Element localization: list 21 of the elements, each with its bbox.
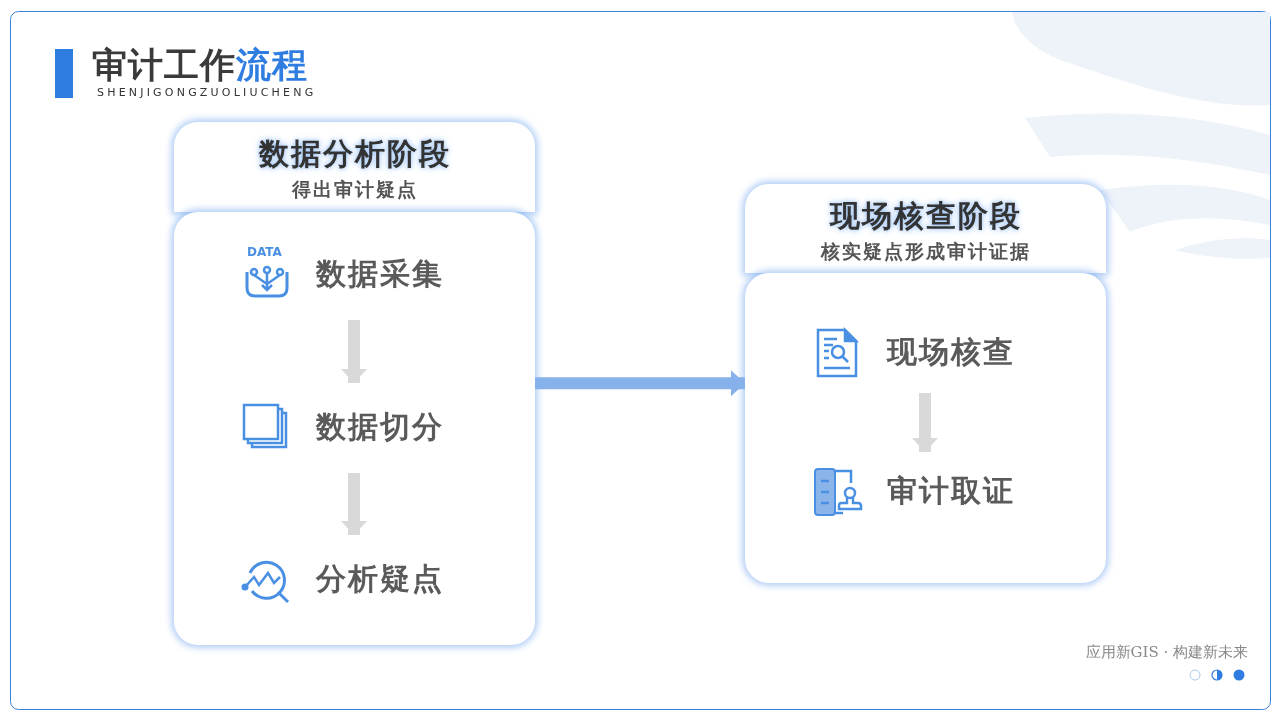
- arrow: [912, 393, 938, 452]
- content-card: [174, 212, 535, 645]
- step-label: 分析疑点: [316, 560, 444, 598]
- arrow: [535, 370, 745, 397]
- step-label: 数据切分: [316, 408, 444, 446]
- icon-label: DATA: [247, 245, 282, 259]
- step-label: 数据采集: [316, 255, 444, 293]
- title: 审计工作流程: [92, 43, 308, 87]
- step-label: 审计取证: [887, 472, 1015, 510]
- arrow: [341, 320, 367, 383]
- arrow: [341, 473, 367, 535]
- stage-subtitle: 核实疑点形成审计证据: [819, 239, 1032, 264]
- slogan: 应用新GIS · 构建新未来: [1085, 643, 1248, 662]
- step-label: 现场核查: [887, 333, 1015, 371]
- stage-header-card: [745, 184, 1106, 273]
- stage-title: 数据分析阶段: [257, 135, 452, 173]
- content-card: [745, 273, 1106, 583]
- stage-header-card: [174, 122, 535, 212]
- stage-title: 现场核查阶段: [828, 197, 1023, 235]
- subtitle: SHENJIGONGZUOLIUCHENG: [97, 86, 317, 99]
- stage-subtitle: 得出审计疑点: [290, 177, 419, 202]
